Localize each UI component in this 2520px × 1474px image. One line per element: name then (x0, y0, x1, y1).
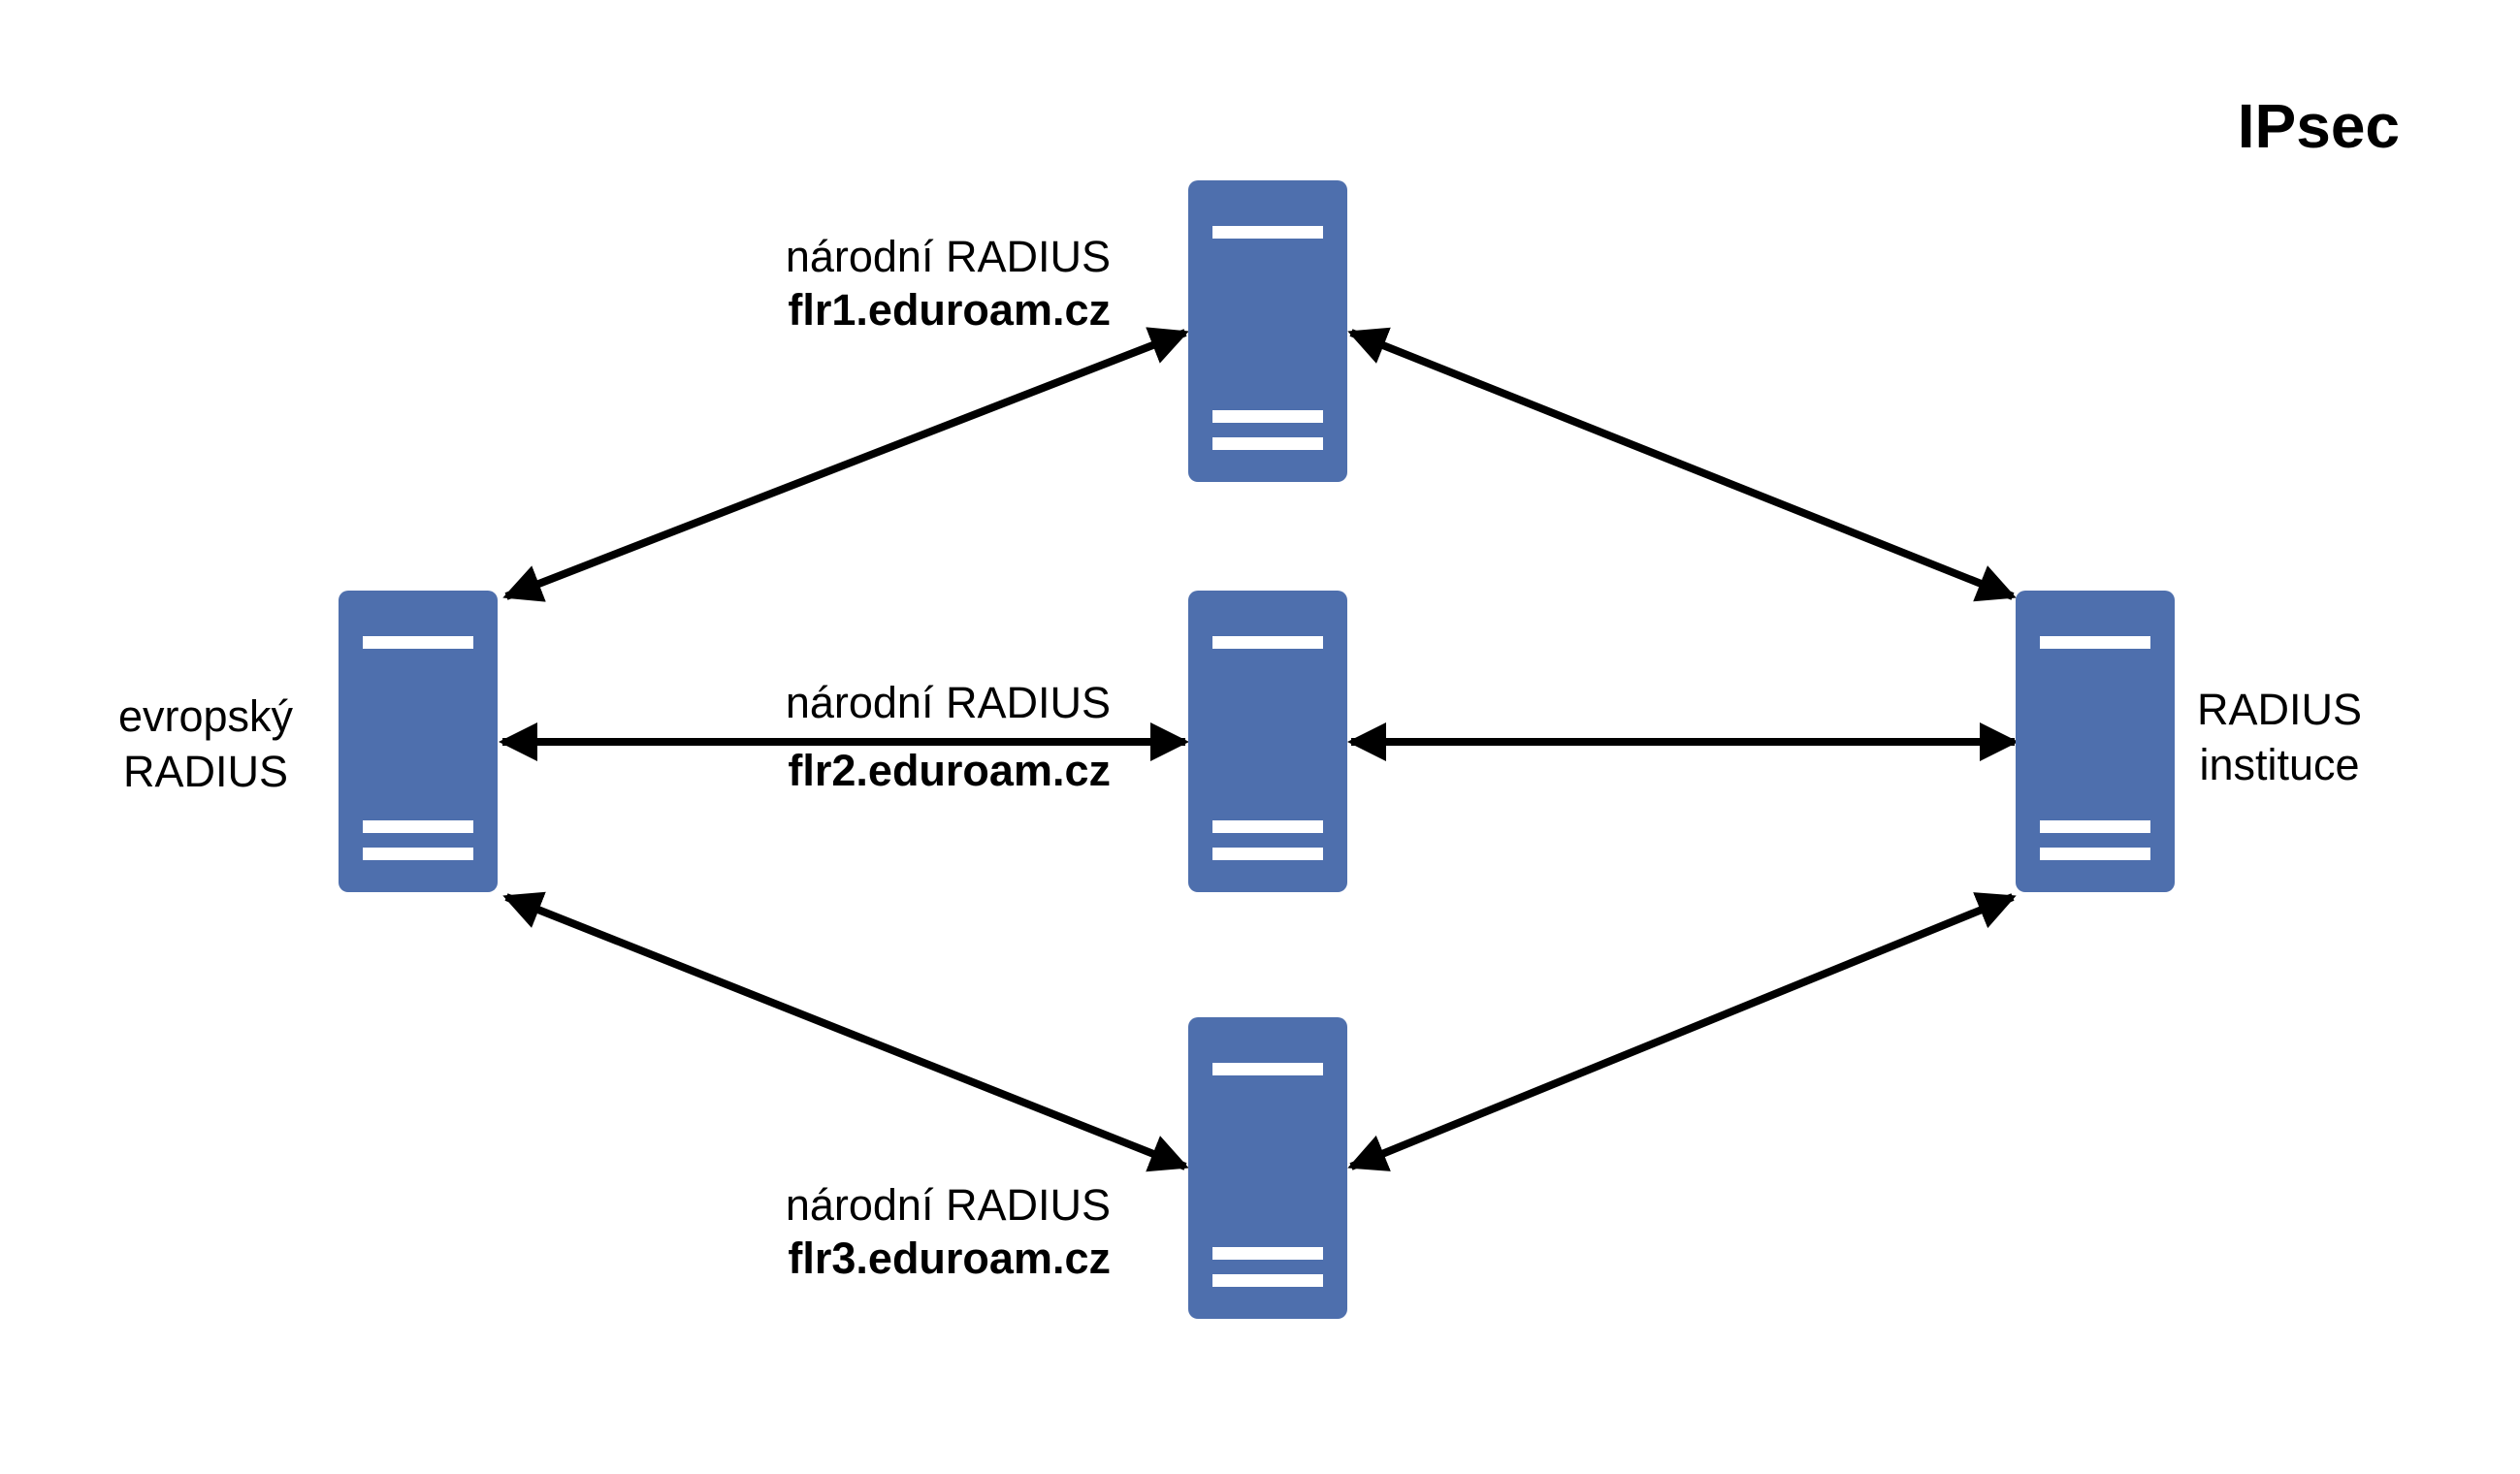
link-flr3-institution (1347, 892, 2017, 1171)
flr2-name-label: národní RADIUS (786, 678, 1111, 727)
link-european-flr1 (502, 327, 1189, 602)
diagram-title: IPsec (2238, 91, 2400, 161)
server-icon (1188, 591, 1347, 892)
links (499, 327, 2019, 1172)
server-icon (1188, 180, 1347, 482)
server-icon (1188, 1017, 1347, 1319)
european-label-line2: RADIUS (123, 747, 288, 796)
server-institution (2016, 591, 2175, 892)
server-flr3 (1188, 1017, 1347, 1319)
server-icon (339, 591, 498, 892)
flr3-name-label: národní RADIUS (786, 1180, 1111, 1230)
european-label-line1: evropský (118, 691, 294, 741)
flr2-host-label: flr2.eduroam.cz (788, 746, 1111, 795)
server-european (339, 591, 498, 892)
server-flr1 (1188, 180, 1347, 482)
link-flr1-institution (1347, 327, 2017, 602)
flr1-name-label: národní RADIUS (786, 232, 1111, 281)
institution-label-line1: RADIUS (2197, 685, 2362, 734)
institution-label-line2: instituce (2199, 740, 2359, 789)
link-european-flr3 (502, 891, 1189, 1172)
server-flr2 (1188, 591, 1347, 892)
server-icon (2016, 591, 2175, 892)
flr3-host-label: flr3.eduroam.cz (788, 1234, 1111, 1283)
flr1-host-label: flr1.eduroam.cz (788, 285, 1111, 335)
